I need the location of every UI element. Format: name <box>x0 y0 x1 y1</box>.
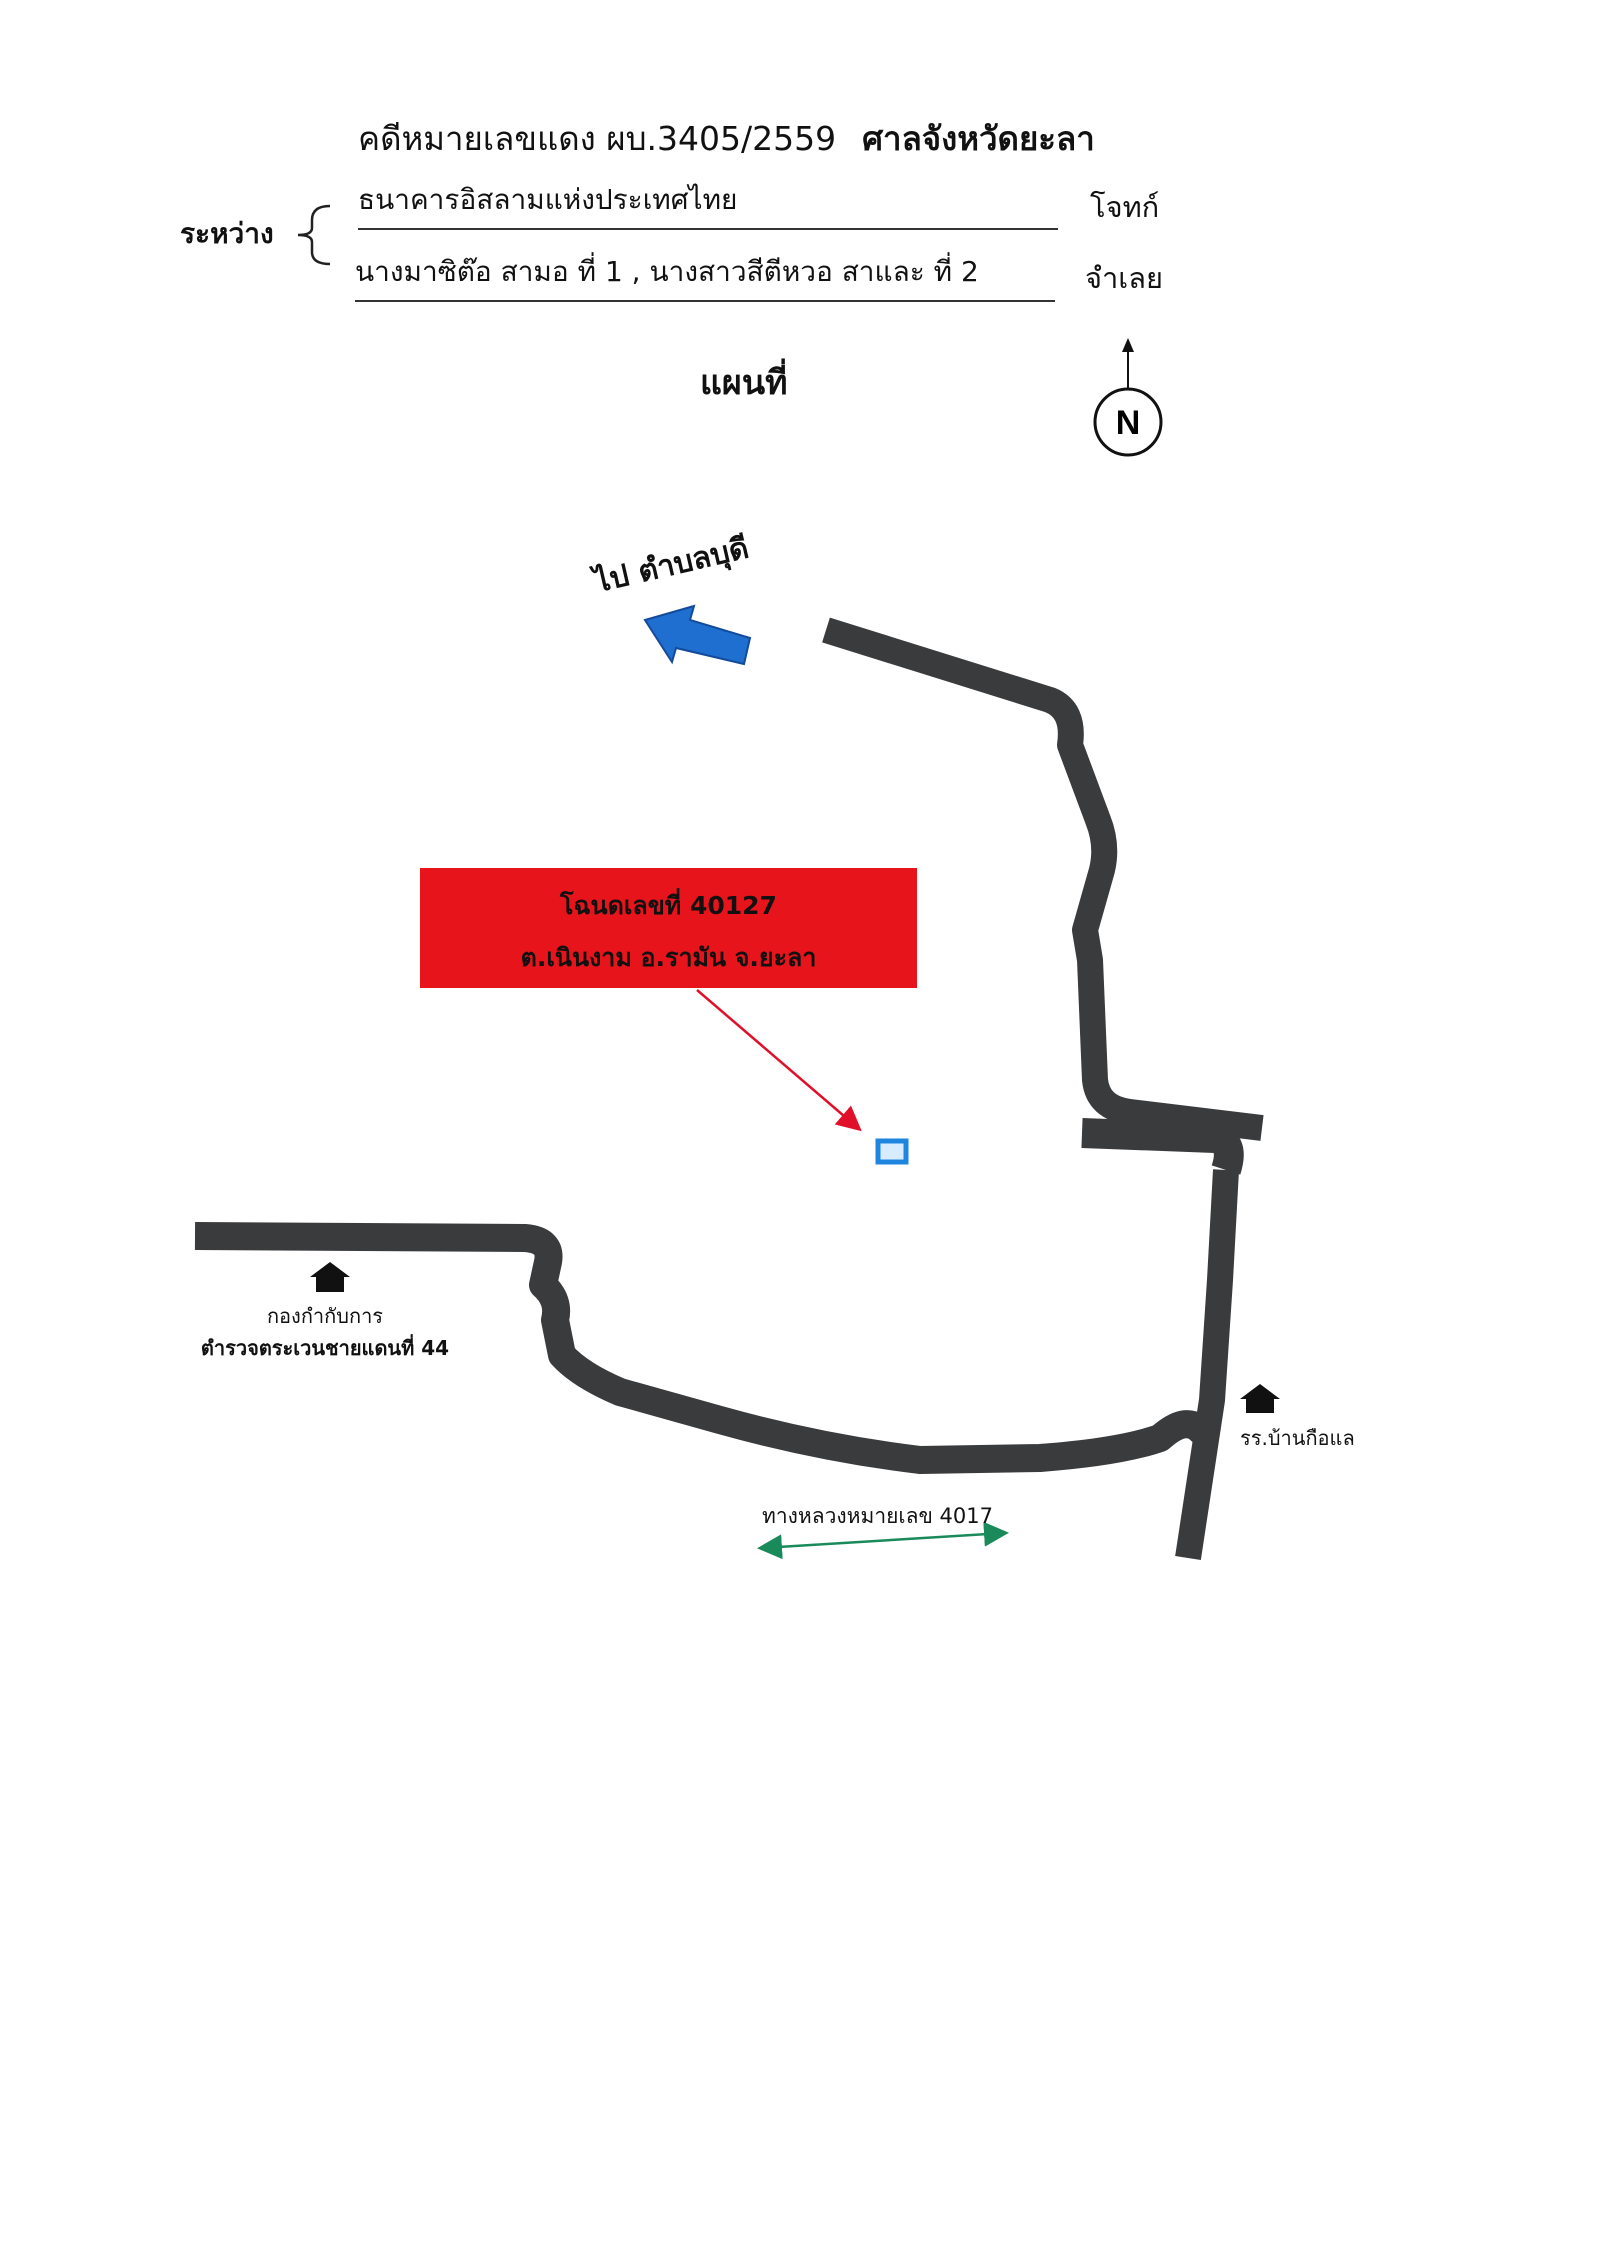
plaintiff-name: ธนาคารอิสลามแห่งประเทศไทย <box>358 178 1058 230</box>
parcel-marker <box>875 1138 909 1165</box>
road-connector <box>1081 1118 1244 1175</box>
school-label: รร.บ้านกือแล <box>1240 1426 1355 1450</box>
highway-label: ทางหลวงหมายเลข 4017 <box>762 1504 993 1528</box>
case-number: คดีหมายเลขแดง ผบ.3405/2559 <box>358 119 837 158</box>
road-south <box>1175 1169 1239 1560</box>
deed-location: ต.เนินงาม อ.รามัน จ.ยะลา <box>520 943 817 972</box>
highway-arrow <box>757 1521 1009 1560</box>
house-icon <box>310 1262 350 1292</box>
road-network <box>194 617 1264 1560</box>
north-label: N <box>1116 404 1141 442</box>
camp-label: กองกำกับการ ตำรวจตระเวนชายแดนที่ 44 <box>190 1300 460 1364</box>
road-north <box>822 617 1264 1141</box>
plaintiff-role: โจทก์ <box>1090 190 1160 224</box>
defendant-names: นางมาซิต๊อ สามอ ที่ 1 , นางสาวสีตีหวอ สา… <box>355 250 1055 302</box>
case-header: คดีหมายเลขแดง ผบ.3405/2559 ศาลจังหวัดยะลา <box>358 112 1095 165</box>
court-name: ศาลจังหวัดยะลา <box>862 119 1095 158</box>
between-label: ระหว่าง <box>180 217 274 250</box>
map-title: แผนที่ <box>700 363 788 403</box>
camp-label-line2: ตำรวจตระเวนชายแดนที่ 44 <box>200 1336 450 1360</box>
brace-icon <box>297 204 331 266</box>
road-highway-4017 <box>194 1222 1221 1474</box>
deed-number: โฉนดเลขที่ 40127 <box>560 891 777 920</box>
deed-label-box: โฉนดเลขที่ 40127 ต.เนินงาม อ.รามัน จ.ยะล… <box>420 868 917 988</box>
camp-label-line1: กองกำกับการ <box>266 1304 384 1328</box>
pointer-arrow <box>696 989 862 1132</box>
direction-arrow-icon <box>643 604 752 666</box>
defendant-role: จำเลย <box>1085 261 1163 295</box>
north-arrow-icon <box>1093 338 1163 457</box>
house-icon <box>1240 1384 1280 1413</box>
